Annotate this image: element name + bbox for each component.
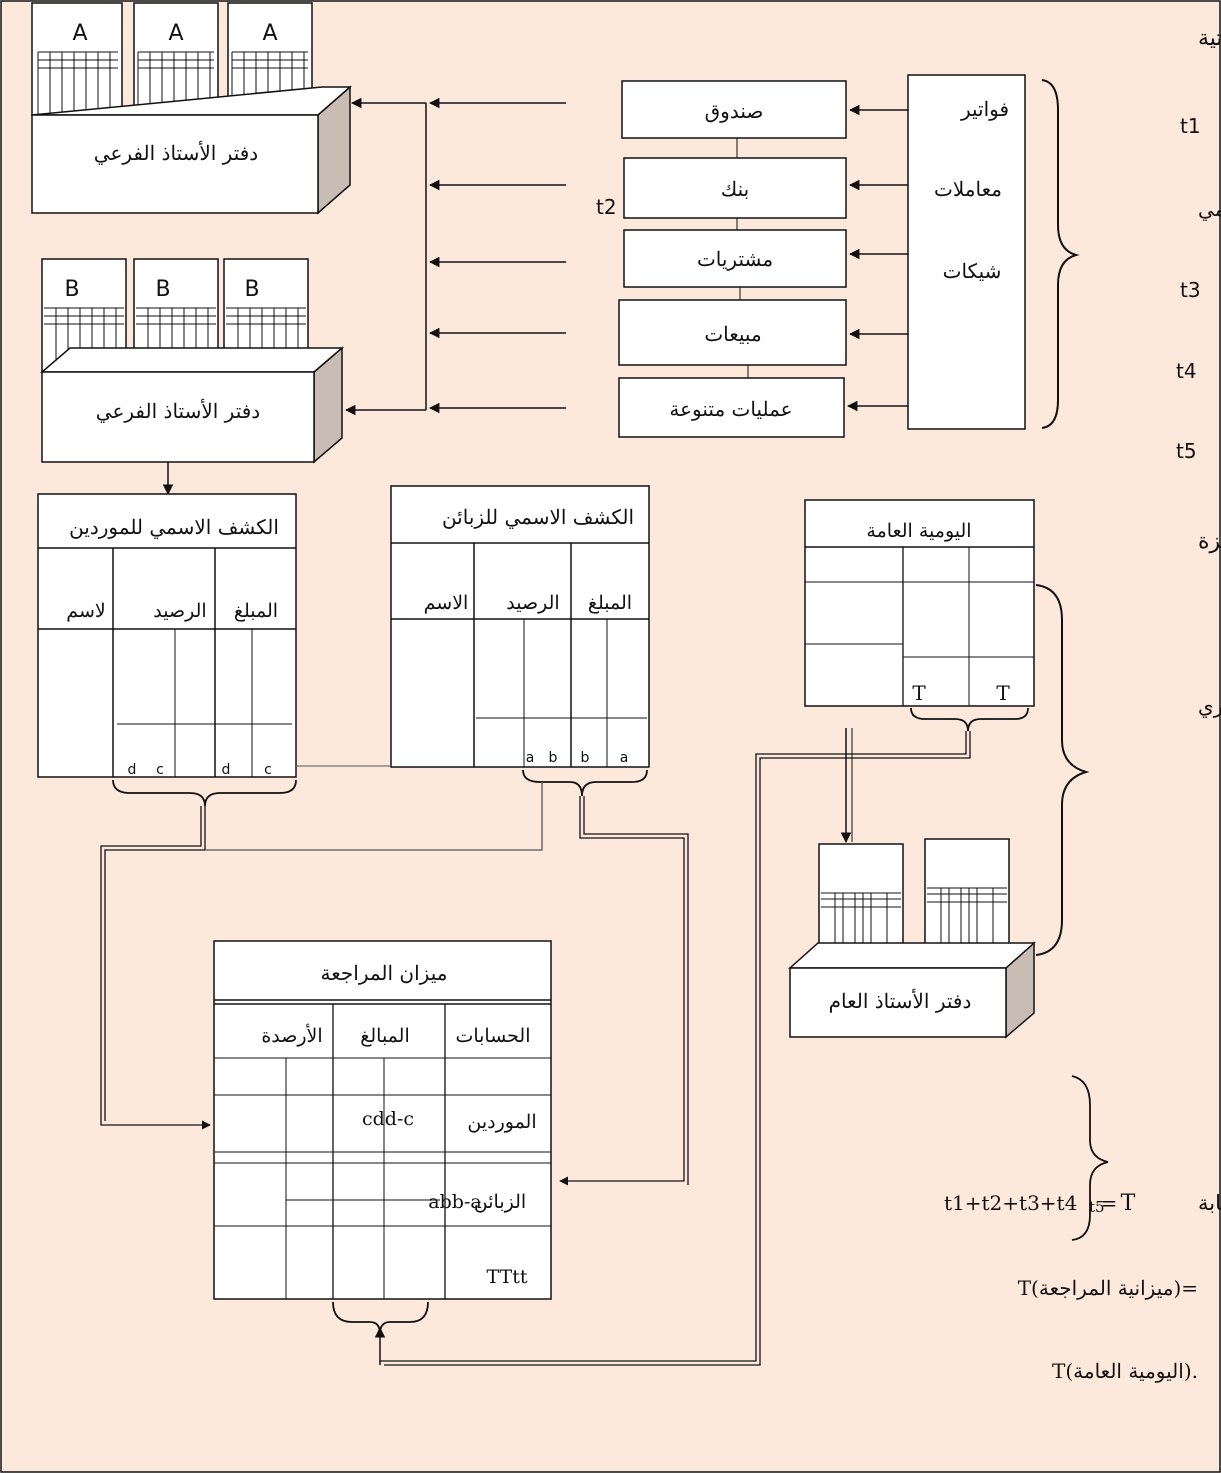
journal-misc: عمليات متنوعة (619, 378, 844, 437)
journal-sales-label: مبيعات (704, 322, 761, 346)
source-invoices: فواتير (960, 97, 1009, 121)
ledger-b-tab: B (244, 277, 259, 302)
customers-cell: b (581, 750, 590, 766)
journal-sales: مبيعات (619, 300, 846, 365)
suppliers-cell: d (128, 762, 137, 778)
ledger-a-tab: A (72, 21, 87, 46)
general-journal-t-left: T (912, 681, 926, 705)
control-eq1: T(ميزانية المراجعة)= (1018, 1276, 1198, 1300)
trial-balance: ميزان المراجعة الحسابات المبالغ الأرصدة … (214, 941, 551, 1299)
t5-label: t5 (1176, 439, 1197, 463)
trial-col-accounts: الحسابات (455, 1025, 530, 1047)
trial-row-total: TTtt (487, 1266, 528, 1288)
customers-col-name: الاسم (424, 592, 469, 614)
sub-ledger-a: A A A دفتر الأستاذ الفرعي (32, 3, 350, 213)
ledger-a-label: دفتر الأستاذ الفرعي (94, 140, 258, 165)
general-ledger-card (925, 839, 1009, 951)
sub-ledger-b: B B B دفتر الأستاذ الفرعي (42, 259, 342, 462)
customers-cell: a (620, 750, 629, 766)
trial-col-balances: الأرصدة (261, 1023, 322, 1047)
control-formula-sum: t1+t2+t3+t4 (944, 1191, 1077, 1215)
customers-statement: الكشف الاسمي للزبائن المبلغ الرصيد الاسم… (391, 486, 649, 767)
control-eq2: T(اليومية العامة). (1052, 1359, 1198, 1383)
ledger-b-box: دفتر الأستاذ الفرعي (42, 348, 342, 462)
ledger-a-card: A (32, 3, 122, 115)
t3-label: t3 (1180, 278, 1201, 302)
suppliers-title: الكشف الاسمي للموردين (69, 515, 279, 539)
t4-label: t4 (1176, 359, 1197, 383)
general-journal-title: اليومية العامة (866, 520, 971, 542)
control-label: الرقابة (1198, 1191, 1221, 1216)
journals-column: صندوق بنك مشتريات مبيعات عمليات متنوعة t… (596, 81, 846, 437)
trial-row-customers-value: abb-a (428, 1191, 481, 1213)
suppliers-cell: d (222, 762, 231, 778)
ledger-b-tab: B (155, 277, 170, 302)
trial-row-suppliers: الموردين (467, 1111, 536, 1133)
journal-misc-label: عمليات متنوعة (669, 397, 792, 421)
suppliers-statement: الكشف الاسمي للموردين المبلغ الرصيد لاسم… (38, 494, 296, 778)
journal-bank-label: بنك (721, 177, 749, 201)
general-ledger-card (819, 844, 903, 956)
t2-label: t2 (596, 195, 617, 219)
customers-col-amount: المبلغ (588, 592, 632, 614)
journal-cash-label: صندوق (705, 99, 764, 123)
evidence-label: الأدلة الإثباتية (1198, 23, 1221, 51)
customers-col-balance: الرصيد (506, 592, 559, 614)
ledger-b-tab: B (64, 277, 79, 302)
suppliers-cell: c (264, 762, 272, 778)
general-journal: اليومية العامة T T (805, 500, 1034, 706)
ledger-a-tab: A (168, 21, 183, 46)
journal-bank: بنك (624, 158, 846, 218)
ledger-a-tab: A (262, 21, 277, 46)
control-formula-t: T (1121, 1191, 1136, 1216)
customers-cell: a (526, 750, 535, 766)
general-journal-t-right: T (996, 681, 1010, 705)
customers-cell: b (549, 750, 558, 766)
centralized-label: المركزة (1198, 529, 1221, 554)
journal-purchases-label: مشتريات (697, 247, 773, 271)
source-transactions: معاملات (934, 177, 1002, 201)
trial-balance-title: ميزان المراجعة (321, 961, 448, 985)
suppliers-col-name: لاسم (66, 600, 105, 622)
trial-col-amounts: المبالغ (360, 1025, 409, 1047)
source-cheques: شيكات (943, 259, 1002, 283)
ledger-b-label: دفتر الأستاذ الفرعي (96, 398, 260, 423)
control-formula-t5: t5 (1089, 1198, 1105, 1216)
journal-purchases: مشتريات (624, 230, 846, 287)
t1-label: t1 (1180, 114, 1201, 138)
daily-work-label: العمل اليومي (1198, 197, 1221, 221)
monthly-work-label: العمل الشهري (1198, 694, 1221, 718)
general-ledger-box: دفتر الأستاذ العام (790, 943, 1034, 1037)
source-documents-box: فواتير معاملات شيكات (908, 75, 1025, 429)
suppliers-cell: c (156, 762, 164, 778)
journal-cash: صندوق (622, 81, 846, 138)
general-ledger-label: دفتر الأستاذ العام (829, 988, 972, 1013)
trial-row-suppliers-value: cdd-c (362, 1108, 414, 1130)
suppliers-col-balance: الرصيد (153, 600, 206, 622)
suppliers-col-amount: المبلغ (234, 600, 278, 622)
customers-title: الكشف الاسمي للزبائن (442, 505, 634, 529)
